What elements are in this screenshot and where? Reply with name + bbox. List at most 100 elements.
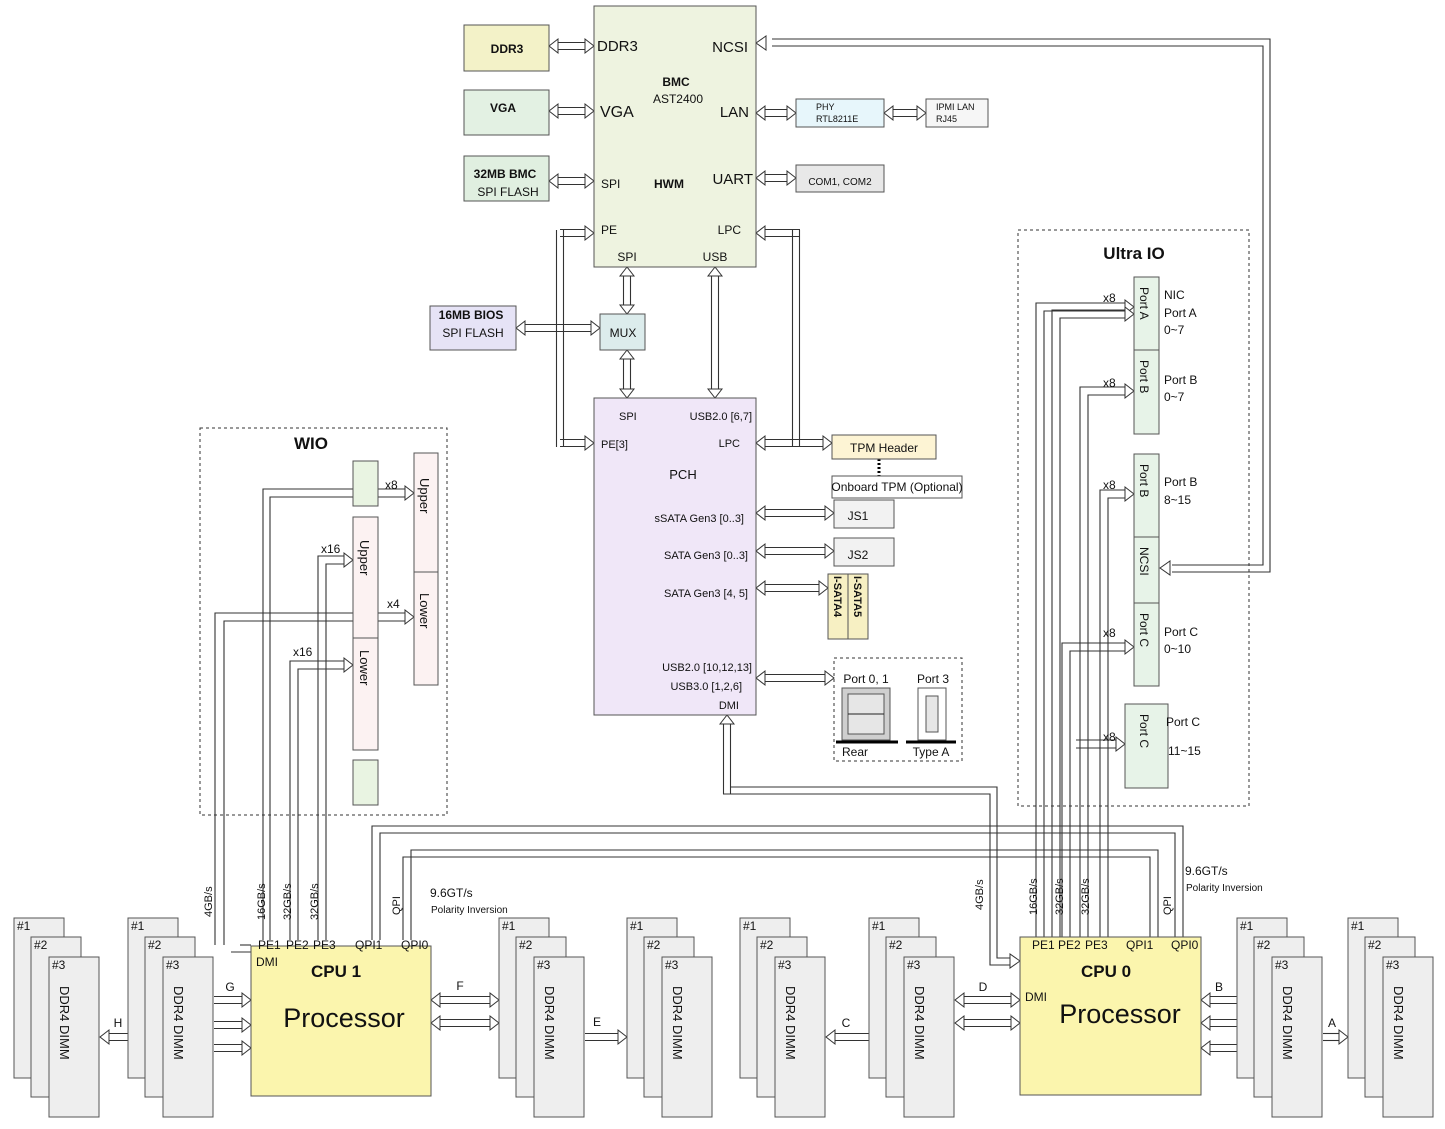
onboard-tpm-label: Onboard TPM (Optional) [831,480,962,494]
pch-sata: SATA Gen3 [0..3] [664,550,748,562]
ultra-port-c1-label: Port C [1137,613,1151,647]
bw-cpu1-32gb-b: 32GB/s [309,883,321,920]
ultra-port-a-label: Port A [1137,287,1151,320]
g-dimm-num-3: #3 [166,958,180,972]
bmc-port-lpc: LPC [718,223,742,237]
tpm-header-label: TPM Header [850,441,918,455]
wio-x16b: x16 [293,645,313,659]
wio-lower-left: Lower [357,650,372,686]
b-dimm-num-1: #1 [1240,919,1254,933]
ultra-port-c2 [1124,703,1169,789]
g-dimm-num-1: #1 [131,919,145,933]
ultra-nic: NIC [1164,288,1185,302]
js1-box [833,499,895,529]
ultra-title: Ultra IO [1103,244,1164,263]
h-dimm-label: DDR4 DIMM [57,986,72,1060]
wio-slot-bottom [352,759,379,806]
cpu1-proc: Processor [283,1003,405,1033]
cpu1-qpi0: QPI0 [401,938,429,952]
channel-b: B [1215,980,1223,994]
bw-cpu0-16gb: 16GB/s [1028,878,1040,915]
a-dimm-num-3: #3 [1386,958,1400,972]
ultra-x8-1: x8 [1103,376,1116,390]
ipmi-line1: IPMI LAN [936,102,975,112]
a-dimm-num-2: #2 [1368,938,1382,952]
pch-usb: USB2.0 [6,7] [690,411,752,423]
wio-group [199,427,448,816]
cpu0-title: CPU 0 [1081,962,1131,981]
e-dimm-num-3: #3 [665,958,679,972]
ultra-port-b2-label: Port B [1137,464,1151,497]
cpu1-dmi: DMI [256,955,278,969]
b-dimm-label: DDR4 DIMM [1280,986,1295,1060]
cpu0-pe2: PE2 [1058,938,1081,952]
h-dimm-num-2: #2 [34,938,48,952]
cpu0-qpi1: QPI1 [1126,938,1154,952]
usb-typea-inner [925,695,939,733]
d-dimm-3 [774,956,826,1118]
channel-c: C [842,1016,851,1030]
bmc-chip [593,5,757,268]
com-label: COM1, COM2 [808,177,872,188]
e-dimm-num-2: #2 [647,938,661,952]
b-dimm-num-3: #3 [1275,958,1289,972]
cpu1-pe2: PE2 [286,938,309,952]
bw-cpu1-qpi: QPI [391,896,403,915]
ultra-port-c1 [1133,602,1160,687]
qpi-speed-left: 9.6GT/s [430,886,473,900]
ultra-port-b2 [1133,453,1160,538]
f-dimm-num-3: #3 [537,958,551,972]
channel-e: E [593,1015,601,1029]
vga-box-label: VGA [490,101,516,115]
ultra-pc-b: Port C [1166,715,1200,729]
a-dimm-3 [1382,956,1434,1118]
wio-title: WIO [294,434,328,453]
f-dimm-label: DDR4 DIMM [542,986,557,1060]
h-dimm-num-3: #3 [52,958,66,972]
e-dimm-label: DDR4 DIMM [670,986,685,1060]
wio-riser-left [352,516,379,751]
isata4-box [827,573,849,640]
wio-x4: x4 [387,597,400,611]
pch-lpc: LPC [719,438,740,450]
wio-x8: x8 [385,478,398,492]
isata4-label: I-SATA4 [831,576,843,618]
usb-ports-group [833,657,963,762]
d-dimm-label: DDR4 DIMM [783,986,798,1060]
pch-usb2: USB2.0 [10,12,13] [662,662,752,674]
ultra-ncsi [1133,536,1160,604]
bmc-flash-line2: SPI FLASH [477,185,538,199]
ultra-x8-3: x8 [1103,626,1116,640]
bw-cpu0-32gb-b: 32GB/s [1080,878,1092,915]
ultra-x8-2: x8 [1103,478,1116,492]
ultra-pb-a-r: 0~7 [1164,390,1185,404]
qpi-pol-right: Polarity Inversion [1186,883,1263,894]
cpu0-dmi: DMI [1025,990,1047,1004]
bmc-port-usb: USB [703,250,728,264]
pch-pe: PE[3] [601,439,628,451]
vga-box [463,89,550,136]
usb-typea-label: Type A [913,745,950,759]
channel-a: A [1328,1016,1336,1030]
ipmi-box [925,98,989,128]
bmc-flash-line1: 32MB BMC [474,167,537,181]
channel-g: G [225,980,234,994]
wio-x16a: x16 [321,542,341,556]
bios-line1: 16MB BIOS [439,308,504,322]
bw-cpu1-4gb: 4GB/s [203,886,215,917]
bios-box [429,305,517,351]
cpu0-pe3: PE3 [1085,938,1108,952]
cpu0-qpi0: QPI0 [1171,938,1199,952]
g-dimm-num-2: #2 [148,938,162,952]
js1-label: JS1 [848,509,869,523]
e-dimm-3 [661,956,713,1118]
bmc-port-lan: LAN [720,104,749,121]
ultra-pc-a-r: 0~10 [1164,642,1191,656]
pch-ssata: sSATA Gen3 [0..3] [655,513,744,525]
bmc-hwm: HWM [654,177,684,191]
cpu0-proc: Processor [1059,999,1181,1029]
channel-d: D [979,980,988,994]
ultra-pb-b-r: 8~15 [1164,493,1191,507]
ultra-pb-a: Port B [1164,373,1197,387]
bw-cpu0-4gb: 4GB/s [974,879,986,910]
